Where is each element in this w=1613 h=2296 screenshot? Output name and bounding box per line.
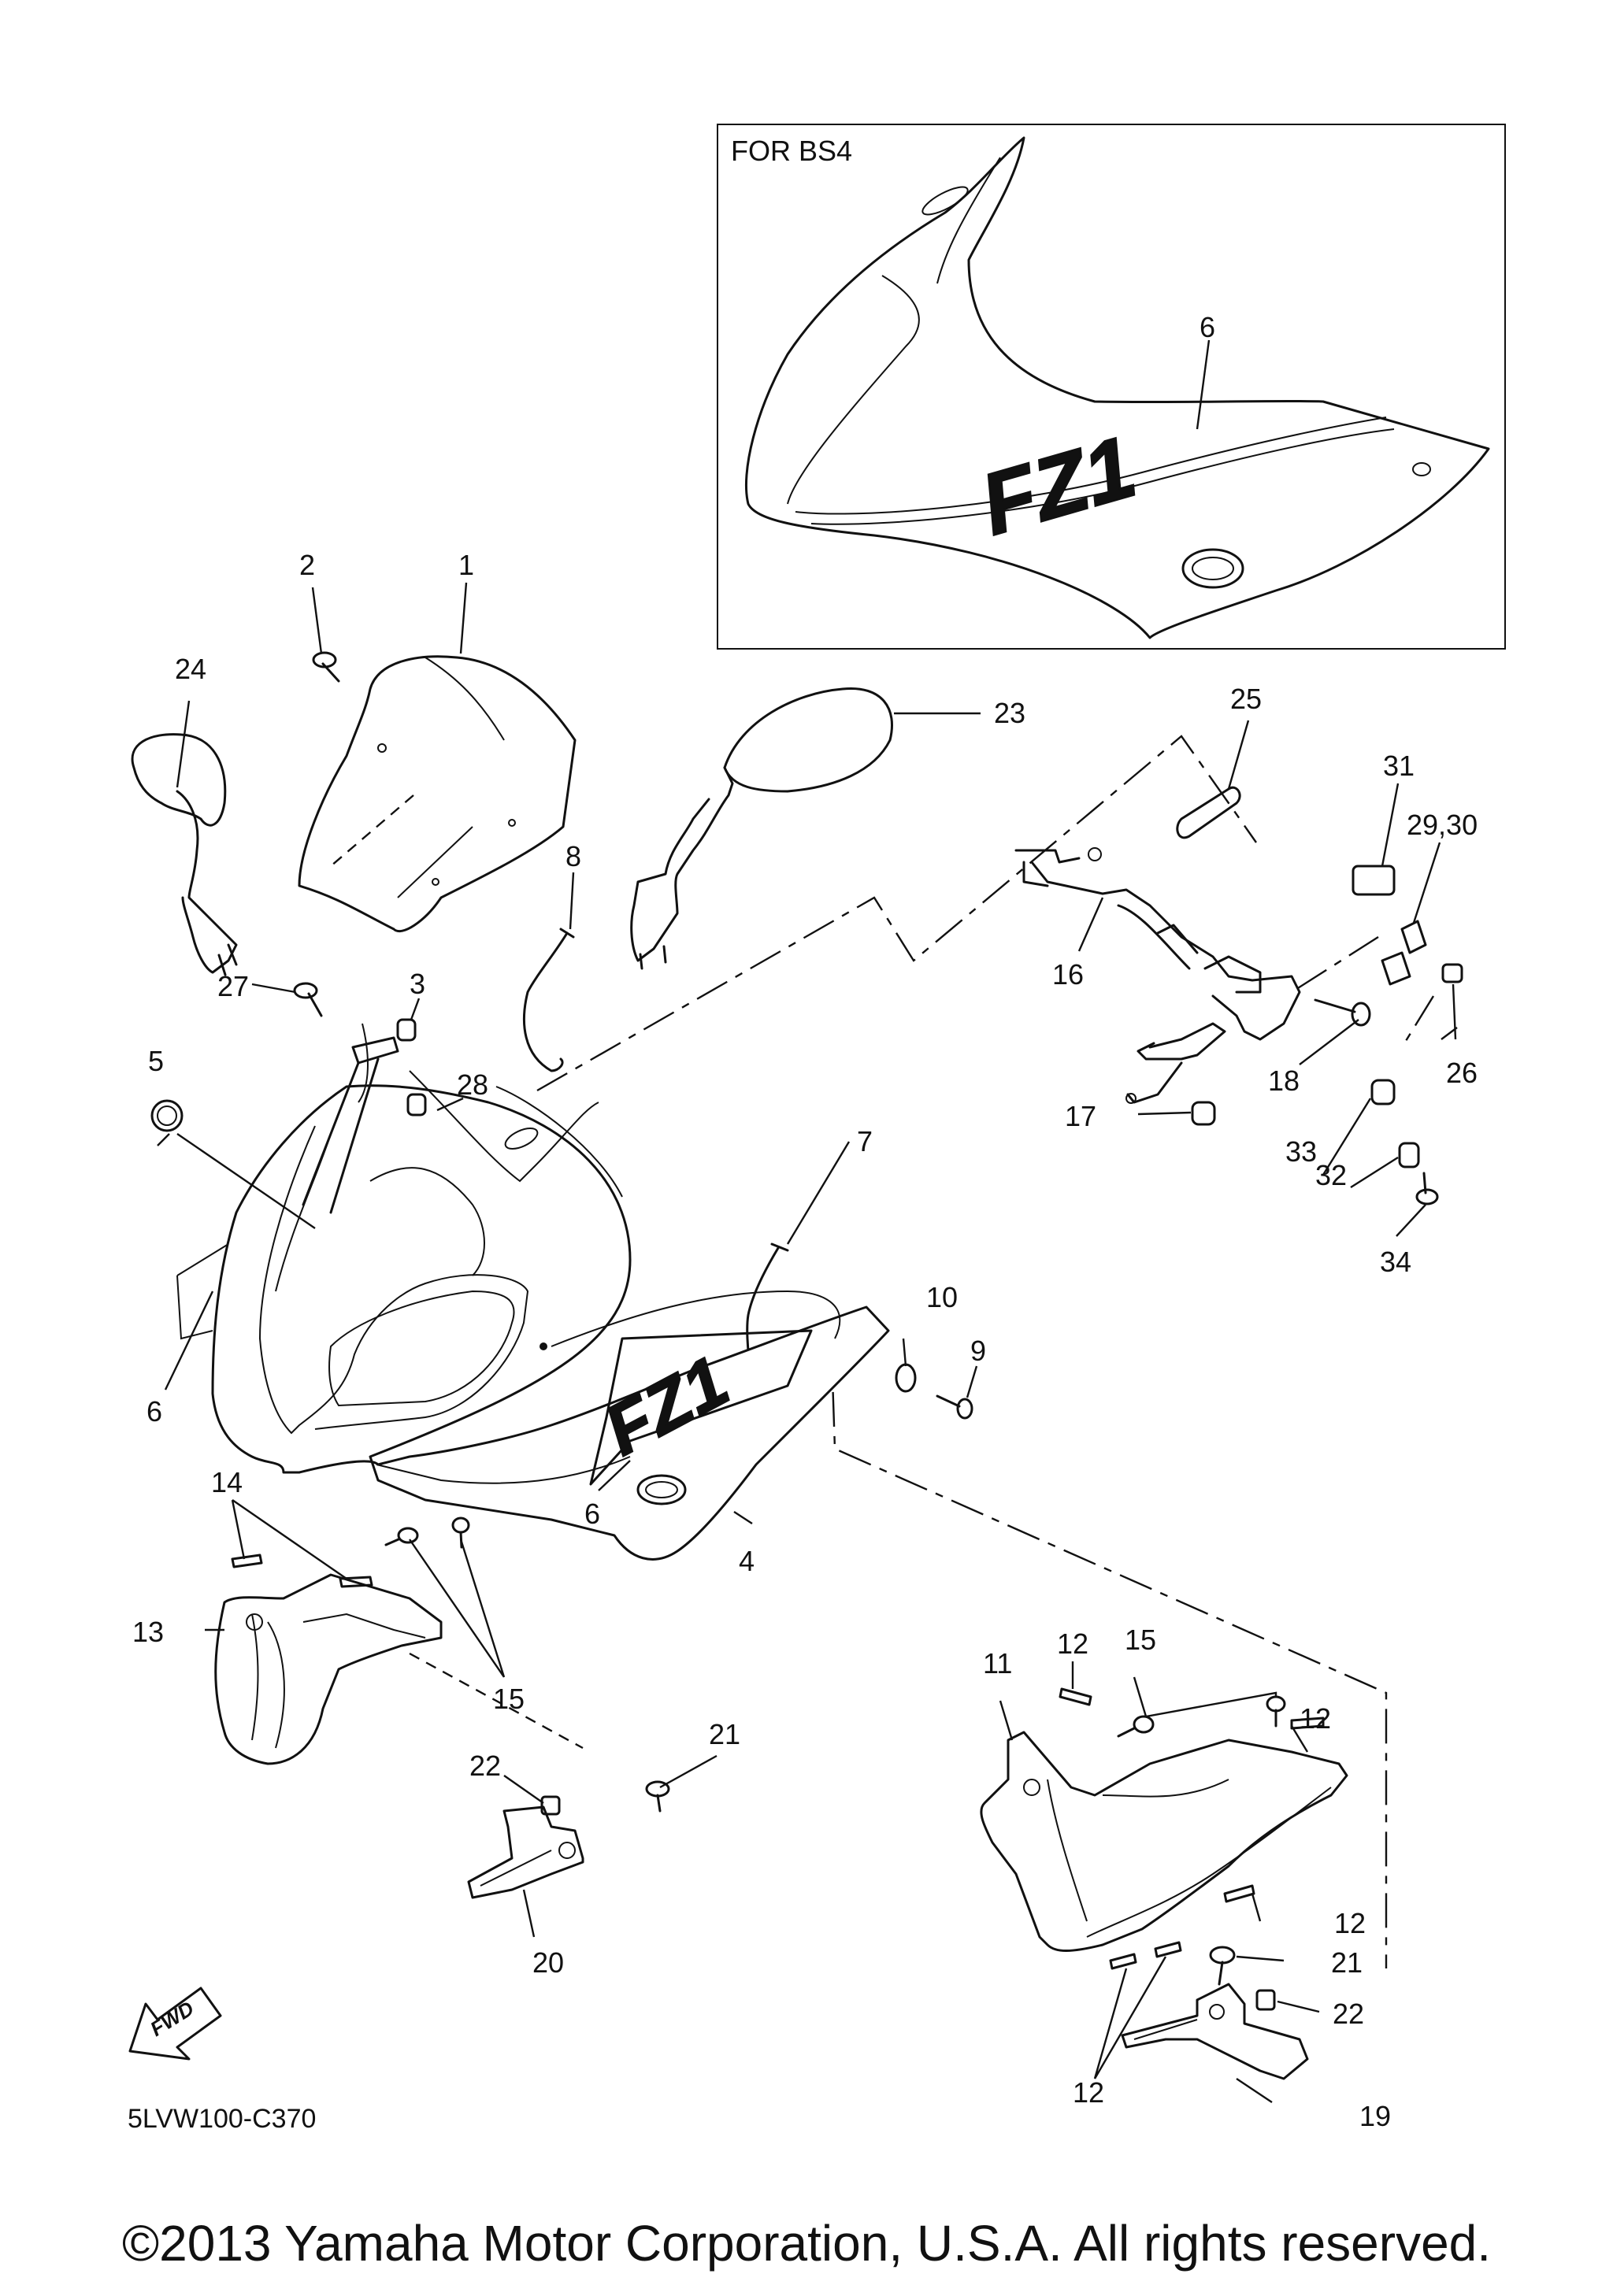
callout-7: 7 xyxy=(857,1125,873,1157)
part-nut-22b xyxy=(1255,1989,1276,2011)
part-band-8 xyxy=(523,928,575,1072)
part-decal-left xyxy=(176,1243,229,1340)
part-screws-15b xyxy=(1117,1695,1286,1738)
callout-26: 26 xyxy=(1446,1057,1478,1089)
callout-labels: 1 2 3 4 5 6 6 7 8 9 10 11 12 12 12 12 13… xyxy=(132,549,1478,2132)
part-clip-2930 xyxy=(1381,920,1427,986)
callout-10: 10 xyxy=(926,1281,958,1313)
callout-24: 24 xyxy=(175,653,206,685)
part-bolt-18 xyxy=(1314,998,1371,1027)
callout-17: 17 xyxy=(1065,1100,1096,1132)
callout-22-left: 22 xyxy=(469,1750,501,1782)
callout-5: 5 xyxy=(148,1045,164,1077)
part-mirror-left xyxy=(131,733,238,976)
fwd-arrow: FWD xyxy=(128,1987,222,2061)
callout-23: 23 xyxy=(994,697,1025,729)
callout-6-left: 6 xyxy=(146,1395,162,1428)
fwd-label: FWD xyxy=(146,1996,198,2041)
part-grommet-28 xyxy=(406,1093,427,1117)
callout-12-right: 12 xyxy=(1300,1702,1331,1735)
part-bolt-21b xyxy=(1209,1946,1236,1986)
part-mirror-right xyxy=(630,687,893,970)
callout-14: 14 xyxy=(211,1466,243,1498)
inset-leader xyxy=(1196,339,1211,430)
callout-9: 9 xyxy=(970,1335,986,1367)
diagram-code: 5LVW100-C370 xyxy=(128,2104,316,2134)
part-windshield xyxy=(298,655,577,933)
callout-8: 8 xyxy=(565,840,581,872)
part-bolt-34 xyxy=(1415,1172,1439,1205)
callout-2: 2 xyxy=(299,549,315,581)
callout-25: 25 xyxy=(1230,683,1262,715)
part-stay-16 xyxy=(1014,847,1301,1104)
inset-frame xyxy=(717,124,1506,650)
callout-15-left: 15 xyxy=(493,1683,525,1715)
inset-callout: 6 xyxy=(1200,311,1215,343)
callout-16: 16 xyxy=(1052,958,1084,991)
part-bracket-20 xyxy=(467,1805,584,1899)
callout-12-lower: 12 xyxy=(1334,1907,1366,1939)
callout-22-right: 22 xyxy=(1333,1998,1364,2030)
part-inner-panel-13 xyxy=(214,1573,443,1765)
callout-1: 1 xyxy=(458,549,474,581)
callout-27: 27 xyxy=(217,970,249,1002)
callout-20: 20 xyxy=(532,1946,564,1979)
part-bracket-19 xyxy=(1121,1983,1309,2080)
part-cowling-body xyxy=(211,1023,890,1561)
callout-13: 13 xyxy=(132,1616,164,1648)
part-collar-32 xyxy=(1398,1142,1420,1168)
callout-28: 28 xyxy=(457,1068,488,1101)
inset-decal-fz1: FZ1 xyxy=(971,418,1146,554)
callout-18: 18 xyxy=(1268,1065,1300,1097)
assembly-lines xyxy=(409,735,1458,1968)
part-rubbers-12 xyxy=(1059,1687,1325,1970)
part-nut-22a xyxy=(540,1795,561,1816)
callout-6-decal: 6 xyxy=(584,1498,600,1530)
part-bolt-9 xyxy=(936,1394,973,1420)
callout-3: 3 xyxy=(410,968,425,1000)
part-screw-27 xyxy=(293,982,323,1017)
part-inner-panel-11 xyxy=(980,1731,1348,1952)
part-washer-10 xyxy=(895,1363,917,1393)
inset-bs4: FOR BS4 FZ1 6 xyxy=(717,124,1506,650)
part-o-ring-5 xyxy=(150,1099,184,1132)
part-bracket-stay xyxy=(302,1036,399,1214)
callout-12-top: 12 xyxy=(1057,1628,1088,1660)
leader-lines xyxy=(157,582,1457,2103)
callout-21-left: 21 xyxy=(709,1718,740,1750)
part-screw-2 xyxy=(312,651,340,683)
callout-32: 32 xyxy=(1315,1159,1347,1191)
callout-11: 11 xyxy=(983,1647,1012,1679)
callout-21-right: 21 xyxy=(1331,1946,1363,1979)
copyright-notice: ©2013 Yamaha Motor Corporation, U.S.A. A… xyxy=(121,2215,1492,2272)
part-nut-26 xyxy=(1441,963,1463,983)
callout-12-bottom: 12 xyxy=(1073,2076,1104,2109)
part-grommet-17 xyxy=(1191,1101,1216,1126)
part-damper-33 xyxy=(1370,1079,1396,1105)
callout-33: 33 xyxy=(1285,1135,1317,1168)
inset-cowling-side-cover: FZ1 xyxy=(745,136,1490,639)
callout-4: 4 xyxy=(739,1545,755,1577)
inset-title: FOR BS4 xyxy=(731,135,852,167)
part-grommet-3 xyxy=(396,1018,417,1042)
part-bolt-21a xyxy=(645,1780,670,1813)
callout-29-30: 29,30 xyxy=(1407,809,1478,841)
part-screws-15a xyxy=(384,1516,470,1549)
callout-19: 19 xyxy=(1359,2100,1391,2132)
callout-34: 34 xyxy=(1380,1246,1411,1278)
part-rubber-14 xyxy=(231,1554,373,1588)
callout-15-right: 15 xyxy=(1125,1624,1156,1656)
callout-31: 31 xyxy=(1383,750,1415,782)
part-rubber-25 xyxy=(1176,786,1241,839)
part-nut-31 xyxy=(1352,865,1396,896)
